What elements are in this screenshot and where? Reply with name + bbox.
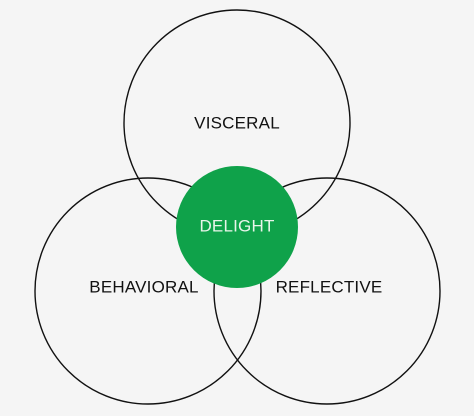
behavioral-circle (34, 177, 262, 405)
delight-label: DELIGHT (199, 216, 274, 235)
reflective-circle (213, 177, 441, 405)
behavioral-label: BEHAVIORAL (89, 277, 198, 296)
visceral-label: VISCERAL (194, 113, 280, 132)
delight-circle (176, 166, 298, 288)
reflective-label: REFLECTIVE (276, 277, 383, 296)
